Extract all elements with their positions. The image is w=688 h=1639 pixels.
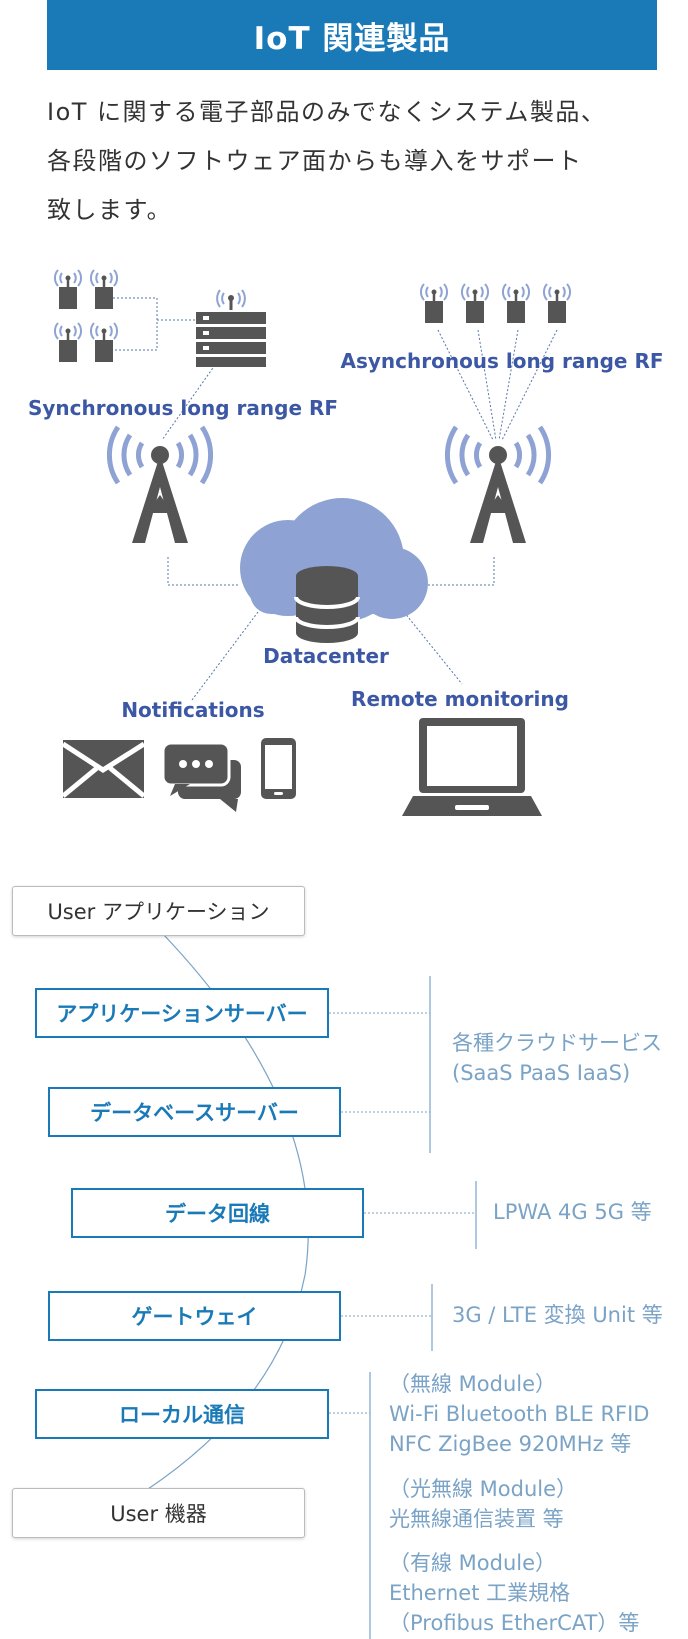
page-title: IoT 関連製品 <box>47 0 657 70</box>
database-icon <box>294 566 360 643</box>
user-application-box: User アプリケーション <box>12 886 305 936</box>
sensor-icon <box>53 321 83 364</box>
intro-line-3: 致します。 <box>47 196 173 224</box>
remote-monitoring-label: Remote monitoring <box>351 687 569 711</box>
user-device-box: User 機器 <box>12 1488 305 1538</box>
wired-note-line: Ethernet 工業規格 <box>389 1581 571 1605</box>
async-rf-label: Asynchronous long range RF <box>340 349 663 373</box>
intro-line-2: 各段階のソフトウェア面からも導入をサポート <box>47 147 583 175</box>
gateway-box: ゲートウェイ <box>48 1291 341 1341</box>
application-server-box: アプリケーションサーバー <box>35 988 329 1038</box>
async-tower-icon <box>447 427 548 543</box>
wireless-module-note: （無線 Module） Wi-Fi Bluetooth BLE RFID NFC… <box>389 1369 649 1459</box>
notifications-label: Notifications <box>121 698 264 722</box>
gateway-server-icon <box>196 289 266 367</box>
datacenter-label: Datacenter <box>263 644 389 668</box>
cloud-services-note: 各種クラウドサービス (SaaS PaaS IaaS) <box>452 1028 662 1088</box>
sensor-icon <box>501 282 531 325</box>
intro-line-1: IoT に関する電子部品のみでなくシステム製品、 <box>47 98 607 126</box>
database-server-box: データベースサーバー <box>48 1087 341 1137</box>
wired-note-line: （有線 Module） <box>389 1551 557 1575</box>
intro-text: IoT に関する電子部品のみでなくシステム製品、 各段階のソフトウェア面からも導… <box>47 88 657 235</box>
smartphone-icon <box>261 738 296 799</box>
wireless-note-line: （無線 Module） <box>389 1372 557 1396</box>
sensor-icon <box>89 268 119 311</box>
wireless-note-line: Wi-Fi Bluetooth BLE RFID <box>389 1402 650 1426</box>
cloud-note-line: 各種クラウドサービス <box>452 1031 662 1055</box>
laptop-icon <box>402 718 542 816</box>
optical-module-note: （光無線 Module） 光無線通信装置 等 <box>389 1474 577 1534</box>
sensor-icon <box>542 282 572 325</box>
wireless-note-line: NFC ZigBee 920MHz 等 <box>389 1432 632 1456</box>
optical-note-line: （光無線 Module） <box>389 1477 578 1501</box>
data-line-box: データ回線 <box>71 1188 364 1238</box>
sensor-icon <box>53 268 83 311</box>
wired-note-line: （Profibus EtherCAT）等 <box>389 1611 640 1635</box>
gateway-note: 3G / LTE 変換 Unit 等 <box>452 1303 663 1327</box>
sync-tower-icon <box>109 427 210 543</box>
chat-icon <box>161 741 241 812</box>
sensor-icon <box>89 321 119 364</box>
local-communication-box: ローカル通信 <box>35 1389 329 1439</box>
sensor-icon <box>460 282 490 325</box>
wired-module-note: （有線 Module） Ethernet 工業規格 （Profibus Ethe… <box>389 1548 639 1638</box>
sync-rf-label: Synchronous long range RF <box>28 396 338 420</box>
cloud-note-line: (SaaS PaaS IaaS) <box>452 1061 631 1085</box>
optical-note-line: 光無線通信装置 等 <box>389 1507 564 1531</box>
mail-icon <box>61 740 146 798</box>
sensor-icon <box>419 282 449 325</box>
data-line-note: LPWA 4G 5G 等 <box>493 1200 652 1224</box>
